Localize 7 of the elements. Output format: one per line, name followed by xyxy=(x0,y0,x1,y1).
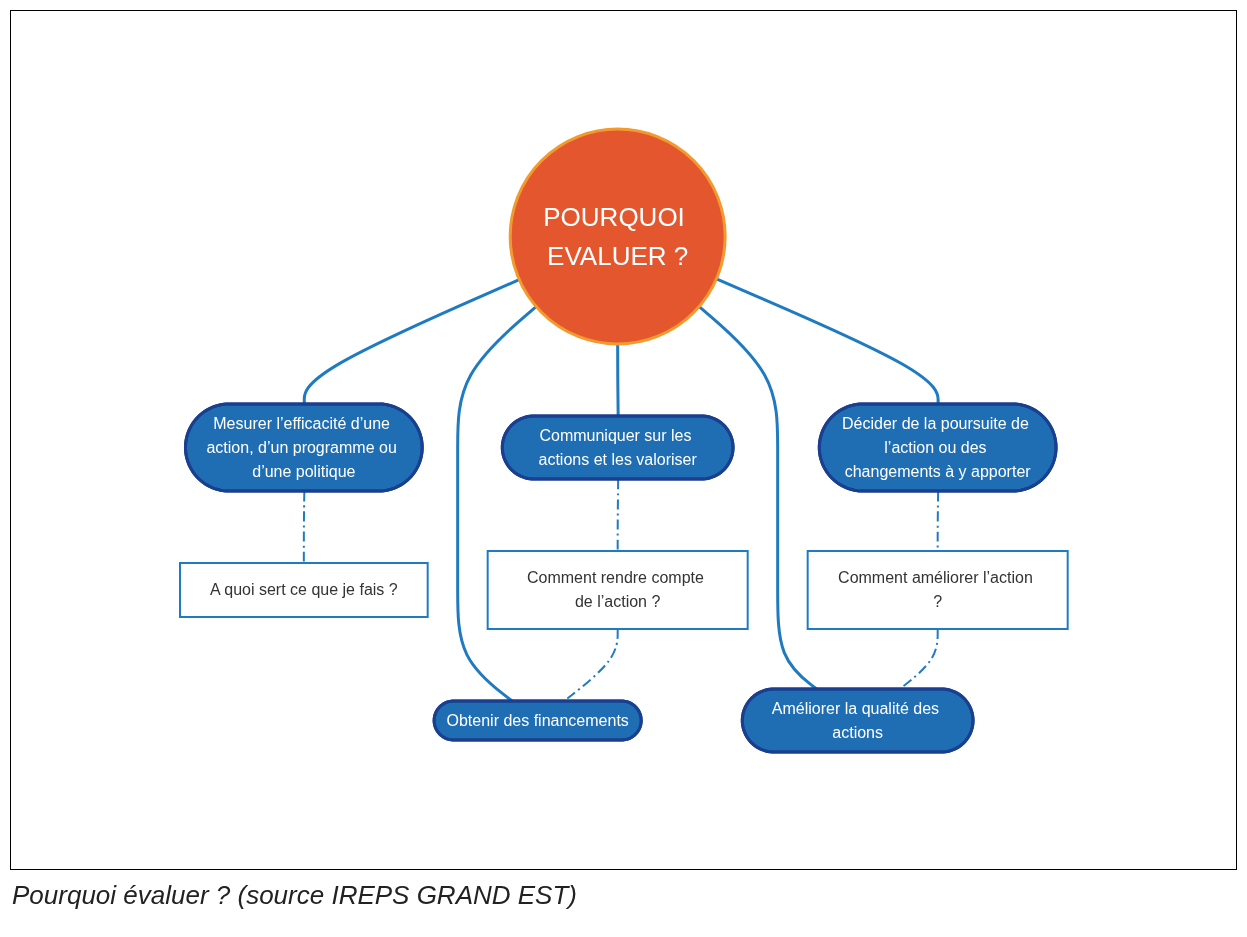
node-box: Comment rendre compte de l’action ? xyxy=(486,549,749,630)
node-box: Comment améliorer l’action ? xyxy=(806,549,1069,630)
node-circle: POURQUOI EVALUER ? xyxy=(508,127,727,345)
node-box: A quoi sert ce que je fais ? xyxy=(178,561,429,618)
connector xyxy=(302,490,305,564)
connector xyxy=(616,478,619,552)
caption: Pourquoi évaluer ? (source IREPS GRAND EST) xyxy=(12,880,577,911)
